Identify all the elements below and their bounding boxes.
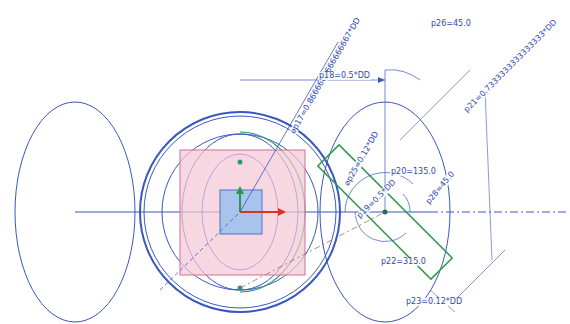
dimension-label: p22=315.0 — [380, 258, 427, 266]
dimension-label: ⌀p25=0.12*DD — [343, 130, 381, 188]
dimension-label: p18=0.5*DD — [318, 72, 371, 80]
dimension-label: p23=0.12*DD — [405, 298, 463, 306]
dimension-label: p19=0.5*DD — [355, 178, 398, 221]
dimension-label: p20=135.0 — [390, 168, 437, 176]
dimension-label: p21=0.7333333333333333*DD — [462, 18, 559, 115]
dimension-label: p26=45.0 — [430, 20, 472, 28]
